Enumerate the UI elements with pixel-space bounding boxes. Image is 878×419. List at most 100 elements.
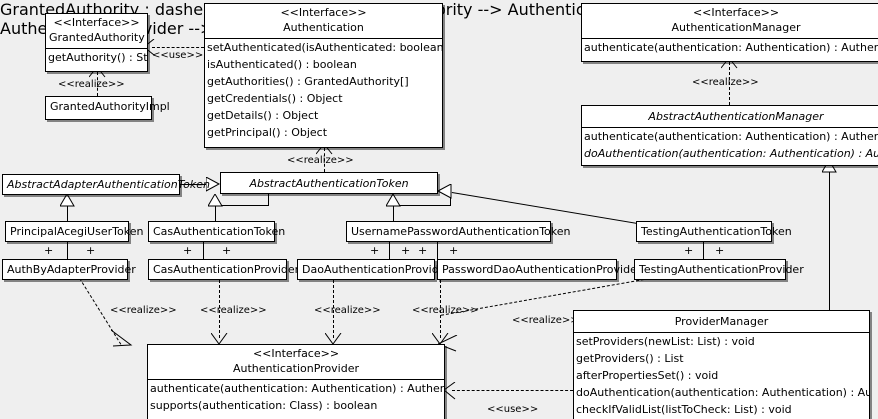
edge-label-realize-authenticationmanager: <<realize>> — [692, 77, 759, 88]
class-testing-authentication-token[interactable]: TestingAuthenticationToken — [636, 221, 792, 242]
edge-realize-authenticationmanager — [729, 62, 730, 105]
class-header-username-password-authentication-token: UsernamePasswordAuthenticationToken — [347, 222, 571, 241]
class-authentication-provider[interactable]: <<Interface>> AuthenticationProvider aut… — [147, 344, 445, 419]
class-abstract-authentication-manager[interactable]: AbstractAuthenticationManager authentica… — [581, 105, 878, 166]
class-name-cas-authentication-token: CasAuthenticationToken — [153, 225, 286, 238]
edge-generalization-principalacegiusertoken — [67, 205, 68, 222]
class-abstract-adapter-authentication-token[interactable]: AbstractAdapterAuthenticationToken — [2, 174, 210, 195]
class-header-authentication-provider: <<Interface>> AuthenticationProvider — [148, 345, 444, 380]
class-header-abstract-authentication-manager: AbstractAuthenticationManager — [582, 106, 878, 128]
multiplicity-testing-right: + — [715, 244, 725, 257]
class-header-password-dao-authentication-provider: PasswordDaoAuthenticationProvider — [438, 260, 642, 279]
stereotype-interface-granted-authority: <<Interface>> — [53, 16, 140, 29]
class-cas-authentication-provider[interactable]: CasAuthenticationProvider — [148, 259, 299, 280]
operation-is-authenticated: isAuthenticated() : boolean — [207, 58, 357, 71]
class-cas-authentication-token[interactable]: CasAuthenticationToken — [148, 221, 286, 242]
generalization-triangle-abstractadaptertoken — [60, 194, 75, 207]
class-name-username-password-authentication-token: UsernamePasswordAuthenticationToken — [351, 225, 571, 238]
operations-abstract-authentication-manager: authenticate(authentication: Authenticat… — [582, 128, 878, 162]
class-authentication-manager[interactable]: <<Interface>> AuthenticationManager auth… — [581, 3, 878, 62]
class-testing-authentication-provider[interactable]: TestingAuthenticationProvider — [634, 259, 804, 280]
class-authentication[interactable]: <<Interface>> Authentication setAuthenti… — [204, 3, 443, 148]
multiplicity-cas-right: + — [222, 244, 232, 257]
edge-generalization-casauthenticationtoken — [215, 205, 216, 222]
operation-do-authentication-provider-manager: doAuthentication(authentication: Authent… — [576, 386, 869, 399]
multiplicity-cas-left: + — [183, 244, 193, 257]
open-arrowhead-authprovider-testing — [438, 335, 458, 352]
class-name-provider-manager: ProviderManager — [674, 315, 769, 328]
class-name-granted-authority: GrantedAuthority — [49, 31, 145, 44]
operation-set-authenticated: setAuthenticated(isAuthenticated: boolea… — [207, 41, 442, 54]
multiplicity-passworddao-right: + — [418, 244, 428, 257]
class-principal-acegi-user-token[interactable]: PrincipalAcegiUserToken — [5, 221, 143, 242]
edge-label-realize-passworddao: <<realize>> — [412, 305, 479, 316]
edge-label-realize-testing: <<realize>> — [512, 315, 579, 326]
generalization-triangle-abstracttoken-right — [438, 184, 452, 199]
class-header-testing-authentication-provider: TestingAuthenticationProvider — [635, 260, 804, 279]
operation-get-providers: getProviders() : List — [576, 352, 684, 365]
class-username-password-authentication-token[interactable]: UsernamePasswordAuthenticationToken — [346, 221, 571, 242]
multiplicity-dao-right: + — [401, 244, 411, 257]
edge-label-realize-abstractauthenticationtoken: <<realize>> — [287, 155, 354, 166]
edge-realize-daoprovider — [333, 280, 334, 338]
class-name-granted-authority-impl: GrantedAuthorityImpl — [50, 100, 170, 113]
operation-set-providers: setProviders(newList: List) : void — [576, 335, 755, 348]
operations-provider-manager: setProviders(newList: List) : void getPr… — [574, 333, 869, 418]
multiplicity-testing-left: + — [684, 244, 694, 257]
class-granted-authority-impl[interactable]: GrantedAuthorityImpl — [45, 96, 170, 120]
multiplicity-dao-left: + — [370, 244, 380, 257]
edge-use-authentication-to-grantedauthority — [152, 47, 204, 48]
edge-generalization-casauthenticationtoken-upper — [268, 193, 269, 205]
operation-authenticate-abstract-manager: authenticate(authentication: Authenticat… — [584, 130, 878, 143]
assoc-castoken-casprovider — [203, 242, 204, 259]
multiplicity-principalacegi-right: + — [86, 244, 96, 257]
edge-generalization-cas-bridge — [215, 205, 269, 206]
class-name-password-dao-authentication-provider: PasswordDaoAuthenticationProvider — [442, 263, 642, 276]
generalization-triangle-abstracttoken-cas — [208, 194, 223, 207]
class-header-principal-acegi-user-token: PrincipalAcegiUserToken — [6, 222, 143, 241]
class-header-granted-authority: <<Interface>> GrantedAuthority — [46, 14, 147, 49]
class-name-auth-by-adapter-provider: AuthByAdapterProvider — [7, 263, 136, 276]
edge-realize-abstractauthenticationtoken — [324, 148, 325, 172]
edge-generalization-providermanager — [829, 171, 830, 310]
edge-generalization-userpass-bridge — [393, 205, 451, 206]
class-header-provider-manager: ProviderManager — [574, 311, 869, 333]
operations-granted-authority: getAuthority() : String — [46, 49, 147, 66]
generalization-triangle-abstractauthenticationmanager — [822, 160, 837, 173]
operation-supports-provider: supports(authentication: Class) : boolea… — [150, 399, 378, 412]
class-header-dao-authentication-provider: DaoAuthenticationProvider — [298, 260, 450, 279]
edge-use-providermanager — [452, 390, 573, 391]
class-name-authentication: Authentication — [283, 21, 364, 34]
class-provider-manager[interactable]: ProviderManager setProviders(newList: Li… — [573, 310, 870, 419]
class-name-abstract-authentication-manager: AbstractAuthenticationManager — [648, 110, 824, 123]
class-header-auth-by-adapter-provider: AuthByAdapterProvider — [3, 260, 136, 279]
class-abstract-authentication-token[interactable]: AbstractAuthenticationToken — [220, 172, 438, 194]
operation-check-if-valid-list: checkIfValidList(listToCheck: List) : vo… — [576, 403, 792, 416]
edge-label-use-grantedauthority: <<use>> — [152, 50, 204, 61]
edge-generalization-abstractadapter-to-abstracttoken — [180, 184, 208, 185]
class-header-granted-authority-impl: GrantedAuthorityImpl — [46, 97, 170, 117]
edge-generalization-usernamepasswordtoken — [393, 205, 394, 222]
class-auth-by-adapter-provider[interactable]: AuthByAdapterProvider — [2, 259, 136, 280]
edge-label-realize-grantedauthorityimpl: <<realize>> — [58, 79, 125, 90]
assoc-userpasstoken-daoprovider — [389, 242, 390, 259]
multiplicity-principalacegi-left: + — [44, 244, 54, 257]
edge-label-use-providermanager: <<use>> — [487, 404, 539, 415]
operations-authentication: setAuthenticated(isAuthenticated: boolea… — [205, 39, 442, 141]
assoc-userpasstoken-passworddaoprovider — [437, 242, 438, 259]
class-header-cas-authentication-token: CasAuthenticationToken — [149, 222, 286, 241]
class-header-abstract-adapter-authentication-token: AbstractAdapterAuthenticationToken — [3, 175, 210, 194]
class-dao-authentication-provider[interactable]: DaoAuthenticationProvider — [297, 259, 450, 280]
class-name-abstract-adapter-authentication-token: AbstractAdapterAuthenticationToken — [7, 178, 210, 191]
class-password-dao-authentication-provider[interactable]: PasswordDaoAuthenticationProvider — [437, 259, 642, 280]
assoc-testingtoken-testingprovider — [703, 242, 704, 259]
stereotype-interface-authentication-manager: <<Interface>> — [692, 6, 780, 19]
class-header-authentication: <<Interface>> Authentication — [205, 4, 442, 39]
operation-get-principal: getPrincipal() : Object — [207, 126, 328, 139]
edge-label-realize-dao: <<realize>> — [314, 305, 381, 316]
class-name-testing-authentication-provider: TestingAuthenticationProvider — [639, 263, 804, 276]
edge-label-realize-cas: <<realize>> — [200, 305, 267, 316]
class-header-testing-authentication-token: TestingAuthenticationToken — [637, 222, 792, 241]
class-granted-authority[interactable]: <<Interface>> GrantedAuthority getAuthor… — [45, 13, 148, 72]
operation-after-properties-set: afterPropertiesSet() : void — [576, 369, 719, 382]
